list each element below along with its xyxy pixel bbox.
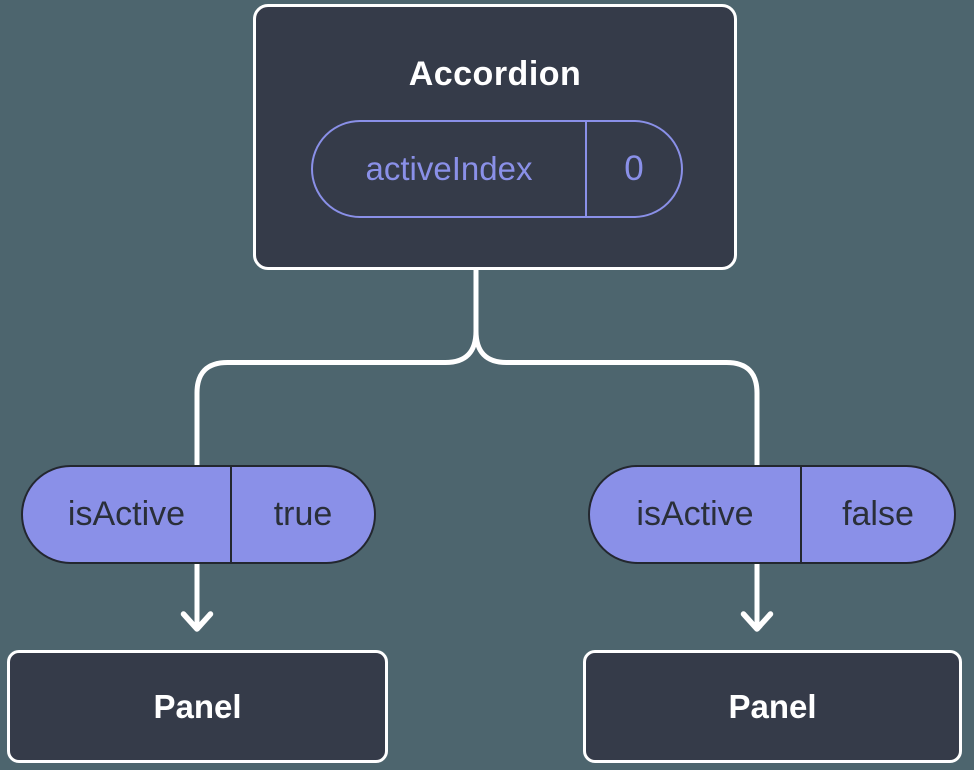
panel-node-title: Panel xyxy=(728,687,817,725)
prop-value: false xyxy=(842,495,914,533)
arrow-down-icon xyxy=(740,611,774,632)
prop-pill-right: isActive false xyxy=(588,465,956,564)
accordion-node: Accordion activeIndex 0 xyxy=(253,4,737,270)
right-branch-connector xyxy=(473,330,760,627)
accordion-node-title: Accordion xyxy=(408,55,582,93)
panel-node-right: Panel xyxy=(583,650,962,763)
state-value: 0 xyxy=(624,149,644,188)
prop-pill-left: isActive true xyxy=(21,465,376,564)
panel-node-left: Panel xyxy=(7,650,388,763)
arrow-down-icon xyxy=(180,611,214,632)
state-name: activeIndex xyxy=(313,122,587,216)
panel-node-title: Panel xyxy=(153,687,242,725)
prop-value: true xyxy=(273,495,333,533)
prop-name: isActive xyxy=(23,467,232,562)
prop-name: isActive xyxy=(590,467,802,562)
left-branch-connector xyxy=(194,330,479,627)
state-pill: activeIndex 0 xyxy=(311,120,683,218)
